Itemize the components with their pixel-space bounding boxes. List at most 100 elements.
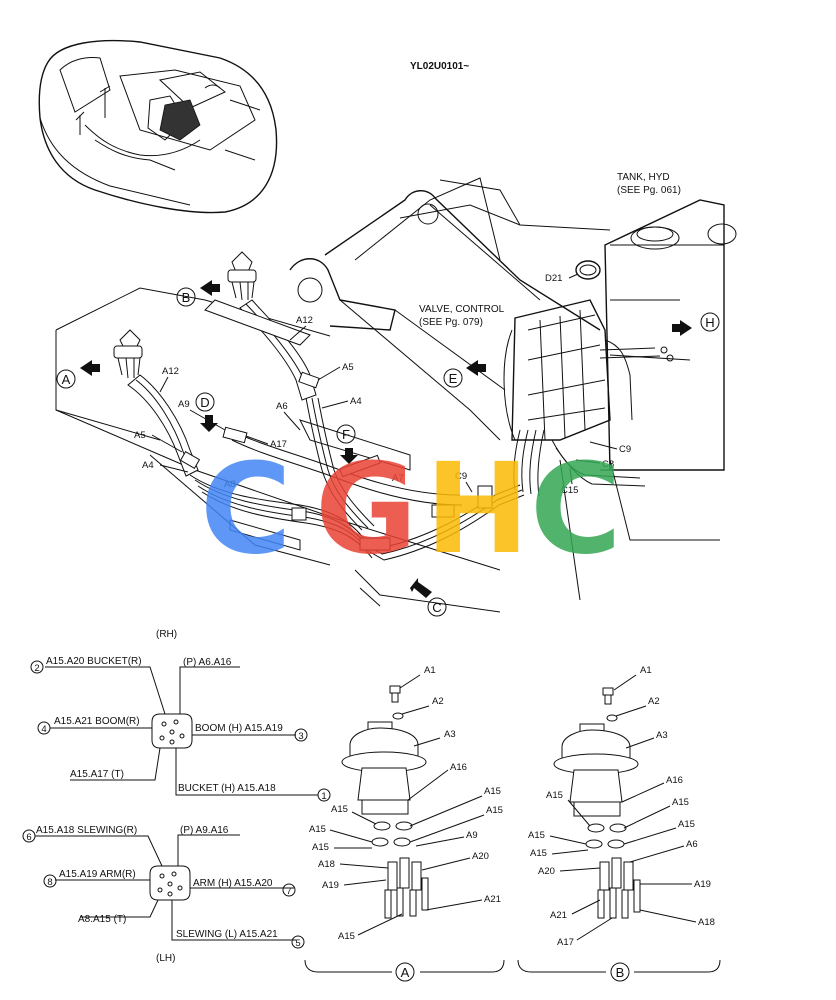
svg-text:(P) A6.A16: (P) A6.A16 (183, 657, 232, 668)
svg-text:A18: A18 (318, 859, 335, 870)
svg-text:A15: A15 (486, 805, 503, 816)
detail-a-exploded-view: A1 A2 A3 A16 A15 A15 A15 A15 A15 A9 A18 … (304, 665, 505, 982)
svg-text:A15.A20 BUCKET(R): A15.A20 BUCKET(R) (46, 656, 142, 667)
svg-text:A1: A1 (640, 665, 652, 676)
svg-text:4: 4 (41, 724, 46, 735)
svg-text:A15: A15 (678, 819, 695, 830)
svg-text:A6: A6 (686, 839, 698, 850)
svg-text:A15: A15 (530, 848, 547, 859)
svg-text:A21: A21 (550, 910, 567, 921)
svg-text:2: 2 (34, 663, 39, 674)
svg-text:A12: A12 (162, 366, 179, 377)
svg-text:A15.A17 (T): A15.A17 (T) (70, 769, 124, 780)
svg-text:A15: A15 (312, 842, 329, 853)
svg-text:8: 8 (47, 877, 52, 888)
svg-text:VALVE, CONTROL: VALVE, CONTROL (419, 304, 505, 315)
detail-b-exploded-view: A1 A2 A3 A16 A15 A15 A15 A15 A15 A6 A20 … (517, 665, 721, 982)
watermark-letter-2: G (315, 437, 418, 582)
svg-text:A5: A5 (134, 430, 146, 441)
svg-text:ARM (H) A15.A20: ARM (H) A15.A20 (193, 878, 273, 889)
svg-text:TANK, HYD: TANK, HYD (617, 172, 670, 183)
svg-text:(P) A9.A16: (P) A9.A16 (180, 825, 229, 836)
svg-text:A20: A20 (538, 866, 555, 877)
callout-a: A (56, 369, 76, 389)
callout-f: F (336, 424, 356, 444)
svg-text:A15: A15 (546, 790, 563, 801)
svg-text:A: A (401, 965, 410, 980)
watermark-letter-3: H (425, 437, 530, 582)
svg-text:A6: A6 (276, 401, 288, 412)
svg-text:A4: A4 (350, 396, 362, 407)
svg-text:A20: A20 (472, 851, 489, 862)
svg-text:A21: A21 (484, 894, 501, 905)
watermark-letter-4: C (530, 437, 622, 582)
svg-text:A15: A15 (338, 931, 355, 942)
svg-text:A1: A1 (424, 665, 436, 676)
svg-text:A8.A15 (T): A8.A15 (T) (78, 914, 126, 925)
pilot-valve-left (113, 329, 143, 379)
svg-text:C: C (432, 600, 441, 615)
hose-a12-right (204, 299, 317, 401)
svg-text:A2: A2 (432, 696, 444, 707)
svg-text:D21: D21 (545, 273, 562, 284)
main-assembly-view (55, 177, 737, 613)
svg-text:A15.A19 ARM(R): A15.A19 ARM(R) (59, 869, 136, 880)
svg-text:(SEE Pg. 079): (SEE Pg. 079) (419, 317, 483, 328)
svg-text:B: B (182, 290, 191, 305)
callout-c: C (427, 597, 447, 617)
hose-fittings (179, 371, 493, 551)
svg-text:A15: A15 (331, 804, 348, 815)
callout-e: E (443, 368, 463, 388)
svg-text:D: D (200, 395, 209, 410)
svg-text:A16: A16 (450, 762, 467, 773)
svg-text:A2: A2 (648, 696, 660, 707)
svg-text:SLEWING (L) A15.A21: SLEWING (L) A15.A21 (176, 929, 278, 940)
svg-text:A17: A17 (557, 937, 574, 948)
svg-text:C15: C15 (561, 485, 578, 496)
svg-text:A19: A19 (694, 879, 711, 890)
svg-text:A15.A21 BOOM(R): A15.A21 BOOM(R) (54, 716, 140, 727)
svg-text:A5: A5 (342, 362, 354, 373)
svg-text:A16: A16 (666, 775, 683, 786)
svg-text:7: 7 (286, 886, 291, 897)
svg-text:A17: A17 (270, 439, 287, 450)
svg-text:A7: A7 (392, 473, 404, 484)
svg-text:C9: C9 (619, 444, 631, 455)
lh-port-pattern: 6 8 7 5 A15.A18 SLEWING(R) (P) A9.A16 A1… (22, 825, 305, 964)
watermark-letter-1: C (200, 437, 292, 582)
svg-text:6: 6 (26, 832, 31, 843)
svg-text:3: 3 (298, 731, 303, 742)
svg-text:E: E (449, 371, 458, 386)
pilot-valve-right (227, 251, 257, 301)
svg-text:A12: A12 (296, 315, 313, 326)
callout-d: D (195, 392, 215, 412)
svg-text:A4: A4 (142, 460, 154, 471)
svg-text:(RH): (RH) (156, 629, 177, 640)
svg-text:(SEE Pg. 061): (SEE Pg. 061) (617, 185, 681, 196)
svg-text:A9: A9 (466, 830, 478, 841)
svg-text:A3: A3 (444, 729, 456, 740)
svg-text:C8: C8 (602, 459, 614, 470)
cghc-watermark: C G H C (200, 437, 622, 582)
svg-text:A19: A19 (322, 880, 339, 891)
svg-text:1: 1 (321, 791, 326, 802)
svg-text:A8: A8 (224, 479, 236, 490)
machine-overview-thumbnail (38, 39, 278, 214)
svg-text:C9: C9 (455, 471, 467, 482)
svg-text:A15: A15 (309, 824, 326, 835)
main-view-labels: TANK, HYD (SEE Pg. 061) VALVE, CONTROL (… (134, 172, 681, 496)
svg-text:A15: A15 (528, 830, 545, 841)
svg-text:A15.A18 SLEWING(R): A15.A18 SLEWING(R) (36, 825, 137, 836)
svg-text:BOOM (H) A15.A19: BOOM (H) A15.A19 (195, 723, 283, 734)
svg-text:B: B (616, 965, 625, 980)
callout-arrows (80, 280, 692, 598)
svg-text:A15: A15 (672, 797, 689, 808)
svg-text:A18: A18 (698, 917, 715, 928)
svg-text:5: 5 (295, 938, 300, 949)
svg-text:(LH): (LH) (156, 953, 175, 964)
svg-text:A15: A15 (484, 786, 501, 797)
svg-text:A3: A3 (656, 730, 668, 741)
svg-text:F: F (342, 427, 350, 442)
serial-number: YL02U0101~ (410, 61, 469, 72)
